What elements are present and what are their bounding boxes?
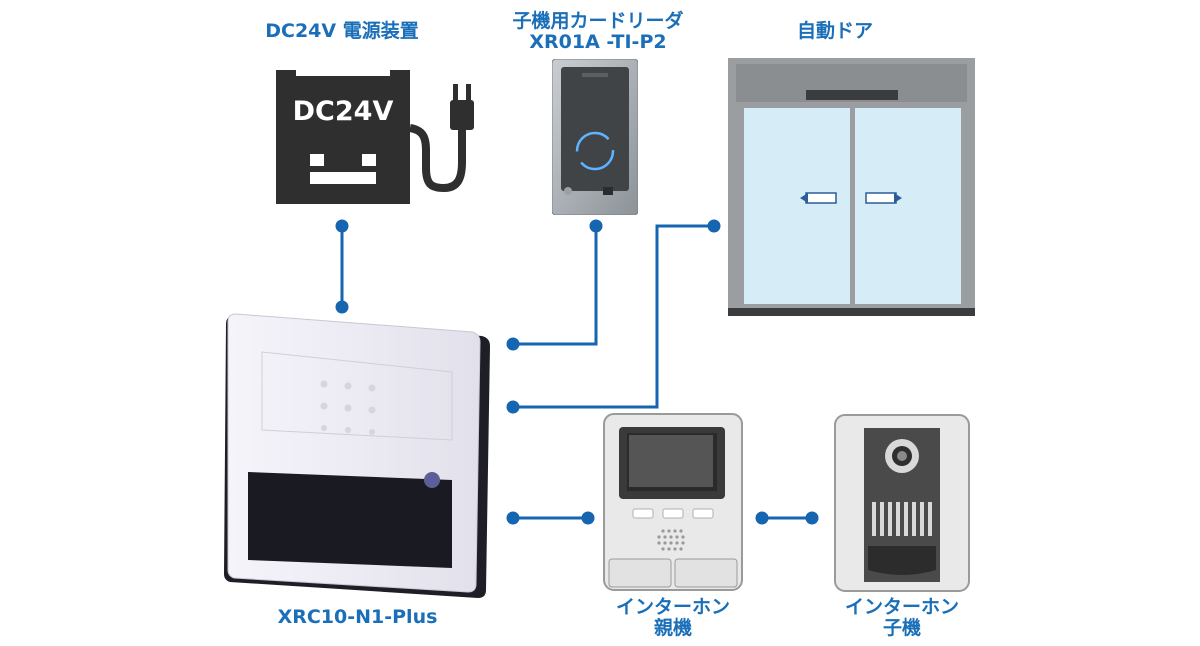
card-reader-label-line2: XR01A -TI-P2 (529, 31, 667, 53)
wire-auto-door (513, 224, 714, 409)
card-reader-device (551, 58, 639, 216)
intercom-slave-label-line2: 子機 (882, 617, 921, 639)
wire-card-reader (513, 226, 598, 346)
auto-door-label: 自動ドア (796, 20, 873, 42)
power-supply-label: DC24V 電源装置 (265, 20, 419, 42)
intercom-slave-label: インターホン 子機 (822, 597, 982, 639)
intercom-master-label-line2: 親機 (653, 617, 692, 639)
controller-device (220, 312, 492, 600)
controller-label: XRC10-N1-Plus (277, 606, 438, 628)
rfid-icon (424, 472, 440, 488)
power-box-text: DC24V (292, 96, 394, 127)
power-plug-icon (409, 84, 474, 193)
intercom-master-device (603, 413, 743, 591)
auto-door-device (728, 58, 975, 316)
intercom-slave-device (834, 414, 970, 592)
intercom-slave-label-line1: インターホン (844, 596, 959, 618)
intercom-master-label-line1: インターホン (615, 596, 730, 618)
power-supply-device: DC24V (276, 70, 486, 206)
card-reader-label-line1: 子機用カードリーダ (512, 10, 684, 32)
card-reader-label: 子機用カードリーダ XR01A -TI-P2 (485, 11, 711, 53)
intercom-master-label: インターホン 親機 (603, 597, 743, 639)
